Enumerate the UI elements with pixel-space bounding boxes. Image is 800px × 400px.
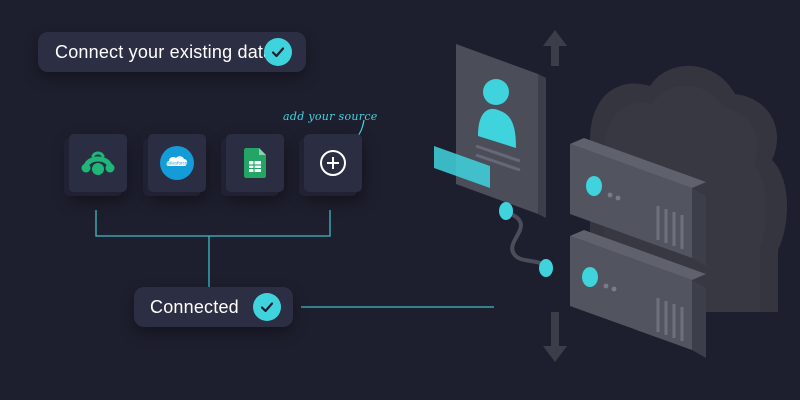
arrow-up-icon <box>543 30 567 66</box>
connect-data-label: Connect your existing data <box>55 42 274 62</box>
profile-card <box>456 44 546 218</box>
connected-status-label: Connected <box>150 297 239 317</box>
server-unit-bottom <box>570 230 706 358</box>
link-connector <box>499 202 553 277</box>
connect-data-banner: Connect your existing data <box>38 32 306 72</box>
add-source-hint: add your source <box>283 110 378 123</box>
check-circle-icon <box>264 38 292 66</box>
salesforce-icon: salesforce <box>160 146 194 180</box>
data-stripe <box>434 146 490 188</box>
surveymonkey-icon <box>81 151 115 175</box>
add-source-icon <box>320 150 346 176</box>
user-avatar-icon <box>478 79 516 148</box>
salesforce-logo-text: salesforce <box>167 161 188 166</box>
source-tile-surveymonkey[interactable] <box>69 134 127 192</box>
source-tile-google-sheets[interactable] <box>226 134 284 192</box>
check-circle-icon <box>253 293 281 321</box>
source-tile-salesforce[interactable]: salesforce <box>148 134 206 192</box>
google-sheets-icon <box>244 148 266 178</box>
arrow-down-icon <box>543 312 567 362</box>
connected-status-banner: Connected <box>134 287 293 327</box>
add-source-tile[interactable] <box>304 134 362 192</box>
connector-lines <box>95 210 494 308</box>
server-unit-top <box>570 138 706 266</box>
